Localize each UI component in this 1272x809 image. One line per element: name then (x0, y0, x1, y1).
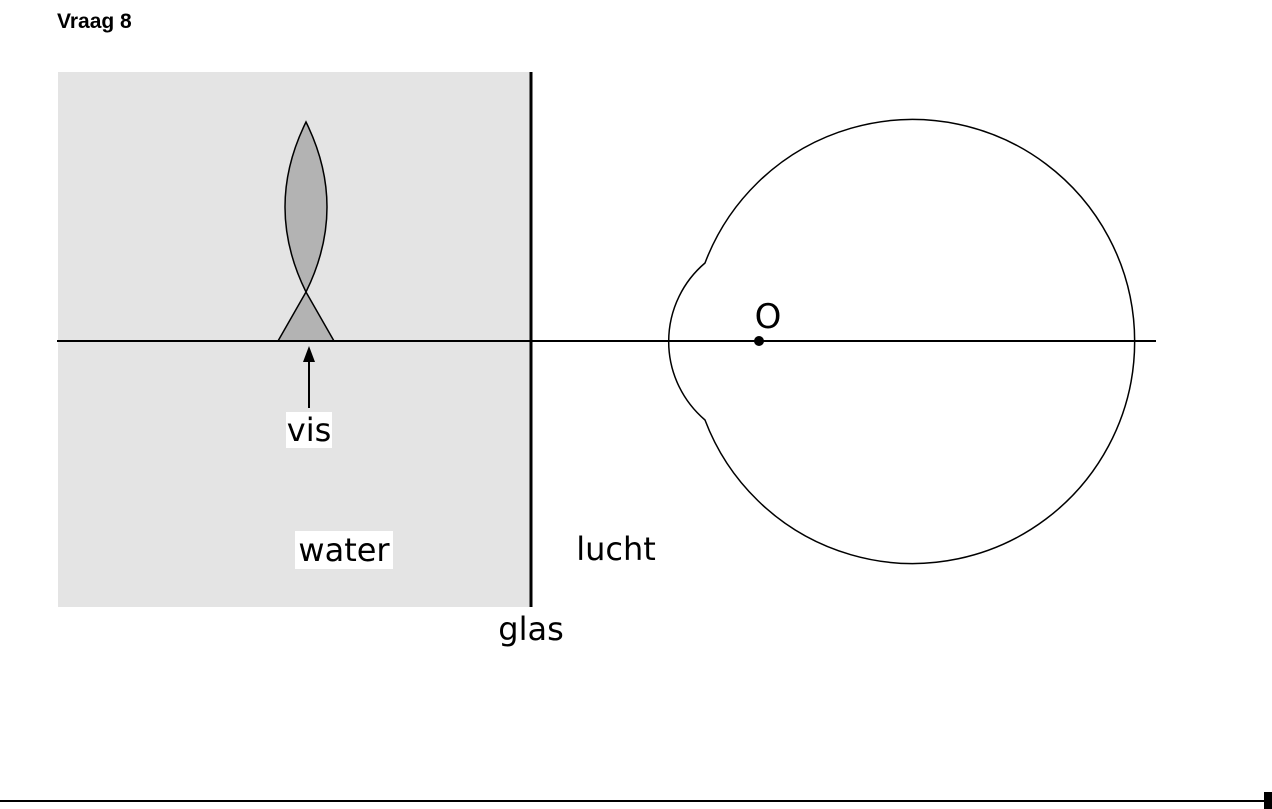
fish-arrow-head (303, 346, 315, 362)
point-o-label: O (755, 297, 782, 337)
fish-label: vis (287, 411, 332, 449)
water-label-background (295, 531, 393, 569)
fish-label-background (286, 412, 332, 448)
point-o-dot (754, 336, 764, 346)
question-title: Vraag 8 (57, 10, 132, 33)
air-label: lucht (576, 530, 656, 568)
page-marker (1264, 792, 1272, 809)
glass-label: glas (498, 610, 563, 648)
water-label: water (298, 531, 390, 569)
eye-outline (667, 118, 1136, 565)
